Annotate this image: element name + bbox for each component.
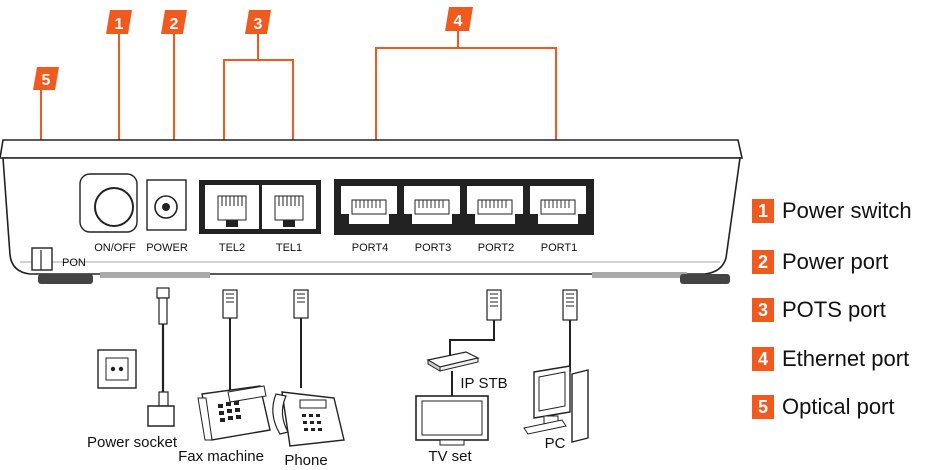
legend-item-power-switch: 1 Power switch (752, 196, 912, 226)
legend-label-power-port: Power port (782, 249, 889, 274)
label-port3: PORT3 (415, 242, 451, 254)
ip-stb-icon (426, 351, 480, 396)
ethernet-port-group (334, 179, 594, 235)
legend-item-ethernet-port: 4 Ethernet port (752, 344, 909, 374)
legend-badge-5: 5 (752, 395, 774, 419)
power-switch (79, 173, 138, 233)
label-on-off: ON/OFF (94, 242, 136, 254)
callout-3-number: 3 (254, 16, 263, 33)
label-port1: PORT1 (541, 242, 577, 254)
label-port4: PORT4 (352, 242, 388, 254)
legend-badge-1: 1 (752, 199, 774, 223)
callout-4-number: 4 (454, 13, 463, 30)
label-power: POWER (146, 242, 188, 254)
callout-1-number: 1 (115, 16, 124, 33)
pots-port-group (199, 180, 321, 234)
label-pc: PC (545, 435, 566, 452)
label-fax-machine: Fax machine (178, 448, 264, 465)
legend-label-power-switch: Power switch (782, 198, 912, 223)
label-pon: PON (62, 257, 86, 269)
tel2-port-jack (205, 185, 259, 229)
tel1-port-jack (262, 185, 316, 229)
legend-badge-3: 3 (752, 298, 774, 322)
callout-5-number: 5 (42, 72, 51, 89)
legend-badge-2: 2 (752, 250, 774, 274)
label-phone: Phone (284, 452, 327, 469)
label-ip-stb: IP STB (460, 375, 507, 392)
phone-cable (293, 289, 309, 388)
power-port (146, 179, 187, 231)
label-port2: PORT2 (478, 242, 514, 254)
port1-jack (530, 186, 586, 224)
legend-label-optical-port: Optical port (782, 394, 895, 419)
legend-label-pots-port: POTS port (782, 297, 886, 322)
callout-2-number: 2 (170, 16, 179, 33)
label-tel1: TEL1 (276, 242, 302, 254)
legend-badge-4: 4 (752, 347, 774, 371)
power-adapter-cable (147, 287, 175, 427)
callout-2-tag: 2 (161, 10, 187, 34)
legend-item-pots-port: 3 POTS port (752, 295, 886, 325)
legend-item-optical-port: 5 Optical port (752, 392, 895, 422)
port4-jack (341, 186, 397, 224)
callout-3-tag: 3 (245, 10, 271, 34)
stb-ethernet-cable (449, 289, 502, 355)
label-tel2: TEL2 (219, 242, 245, 254)
label-tv-set: TV set (428, 448, 472, 465)
fax-phone-cable (222, 289, 238, 392)
legend-item-power-port: 2 Power port (752, 247, 888, 277)
port2-jack (467, 186, 523, 224)
callout-4-tag: 4 (445, 7, 473, 31)
legend-label-ethernet-port: Ethernet port (782, 346, 910, 371)
callout-5-tag: 5 (33, 67, 59, 90)
label-power-socket: Power socket (87, 434, 178, 451)
port3-jack (404, 186, 460, 224)
pc-icon (523, 365, 589, 443)
pon-port (31, 247, 53, 271)
phone-icon (272, 391, 345, 447)
tv-set-icon (415, 395, 489, 446)
fax-machine-icon (197, 385, 271, 441)
callout-1-tag: 1 (106, 10, 132, 34)
power-socket-icon (97, 349, 137, 389)
pc-ethernet-cable (562, 289, 578, 372)
